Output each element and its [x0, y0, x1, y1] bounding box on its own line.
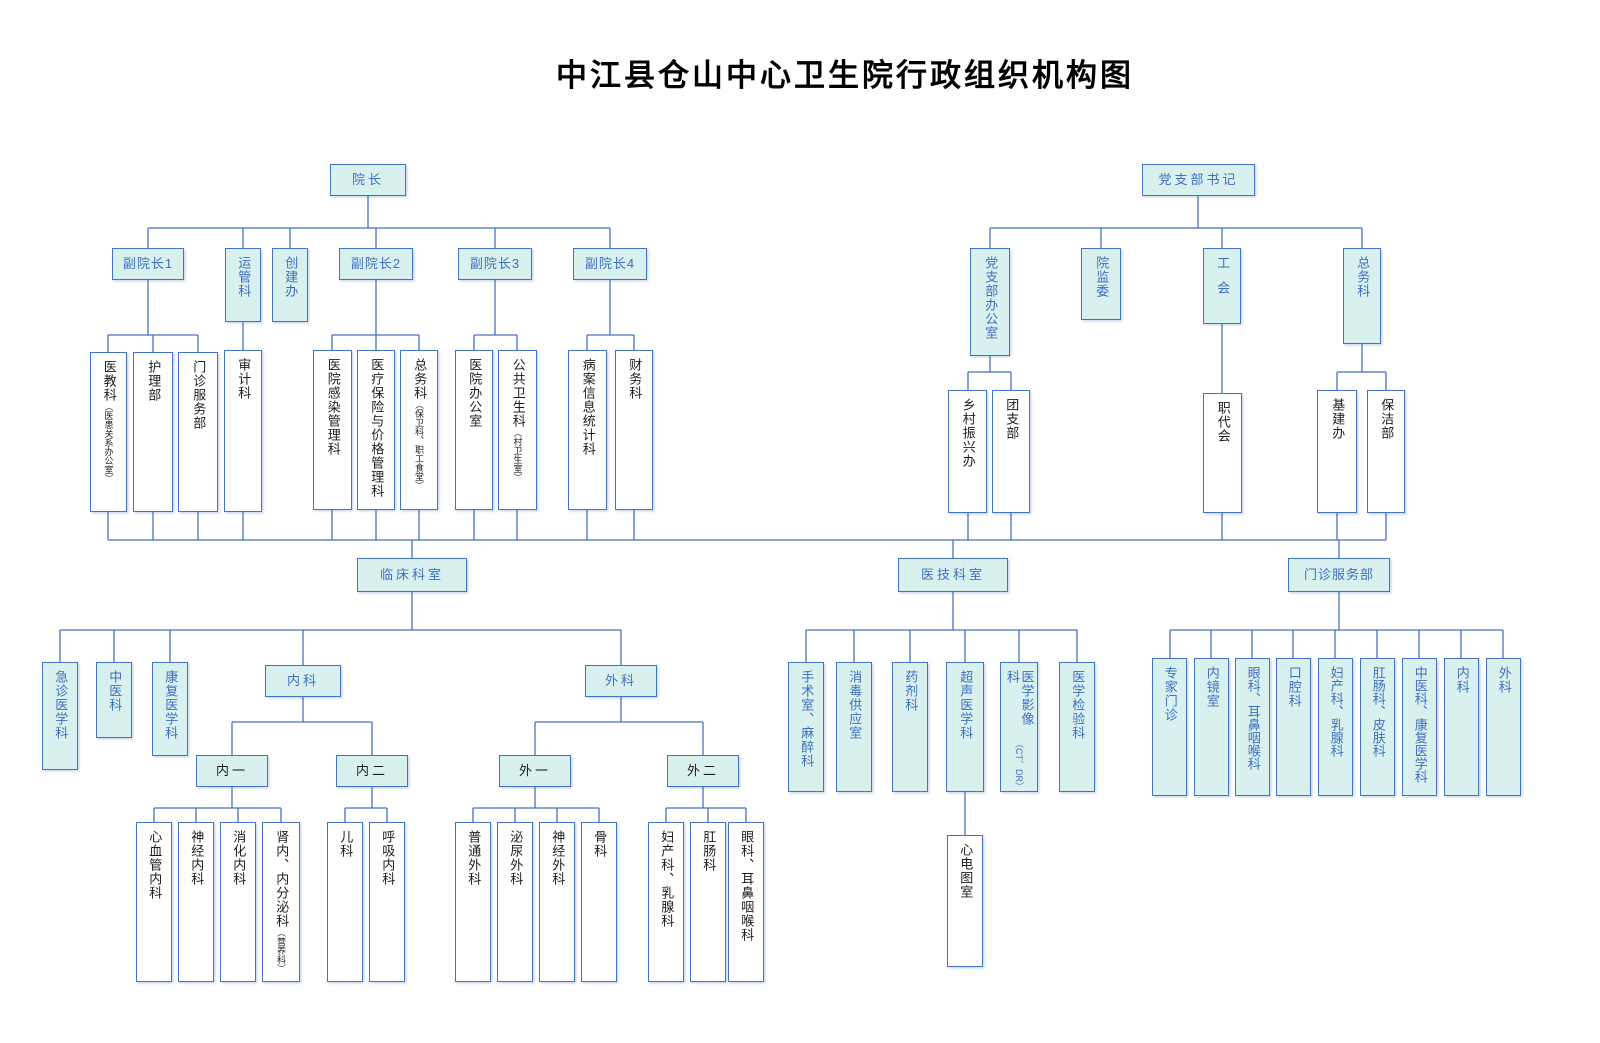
node-respiratory: 呼吸内科 [369, 822, 405, 982]
wires-clinical [59, 592, 747, 822]
node-orthopedics: 骨科 [581, 822, 617, 982]
node-nursing-dept: 护理部 [133, 352, 173, 512]
node-public-health-dept: 公共卫生科（村卫生室） [498, 350, 537, 510]
wires-medtech [805, 592, 1078, 835]
node-surgery-ward-1: 外一 [499, 755, 571, 787]
node-eye-ent-ward: 眼科、耳鼻咽喉科 [728, 822, 764, 982]
node-general-affairs-dept-admin: 总务科（保卫科、职工食堂） [400, 350, 438, 510]
node-operations-dept: 运管科 [225, 248, 261, 322]
node-labor-union: 工会 [1203, 248, 1241, 324]
node-ecg-room: 心电图室 [947, 835, 983, 967]
node-obgyn-breast-ward: 妇产科、乳腺科 [648, 822, 684, 982]
node-proctology-dermatology-clinic: 肛肠科、皮肤科 [1360, 658, 1395, 796]
wires-party-tree [967, 196, 1387, 393]
node-insurance-price-dept: 医疗保险与价格管理科 [357, 350, 395, 510]
node-audit-dept: 审计科 [224, 350, 262, 512]
node-vice-director-2: 副院长2 [339, 248, 413, 280]
node-outpatient-service-dept-admin: 门诊服务部 [178, 352, 218, 512]
node-rural-revitalization-office: 乡村振兴办 [948, 390, 987, 513]
node-internal-ward-2: 内二 [336, 755, 408, 787]
node-tcm-rehab-clinic: 中医科、康复医学科 [1402, 658, 1437, 796]
node-expert-clinic: 专家门诊 [1152, 658, 1187, 796]
node-tcm-dept: 中医科 [96, 662, 132, 738]
node-internal-medicine-clinic: 内科 [1444, 658, 1479, 796]
node-operating-room-anesthesia: 手术室、麻醉科 [788, 662, 824, 792]
node-proctology-ward: 肛肠科 [690, 822, 726, 982]
wires-outpatient [1169, 592, 1504, 658]
wires-main-bus [107, 510, 1387, 558]
node-disinfection-supply-room: 消毒供应室 [836, 662, 872, 792]
node-vice-director-4: 副院长4 [573, 248, 647, 280]
node-infection-management-dept: 医院感染管理科 [313, 350, 352, 510]
node-infrastructure-office: 基建办 [1317, 390, 1357, 513]
node-internal-medicine: 内科 [265, 665, 341, 697]
node-gastroenterology: 消化内科 [220, 822, 256, 982]
node-medical-education-dept: 医教科（医患关系办公室） [90, 352, 127, 512]
node-cleaning-dept: 保洁部 [1367, 390, 1405, 513]
node-workers-congress: 职代会 [1203, 393, 1242, 513]
node-rehabilitation-dept: 康复医学科 [152, 662, 188, 756]
chart-title: 中江县仓山中心卫生院行政组织机构图 [556, 58, 1134, 93]
node-eye-ent-clinic: 眼科、耳鼻咽喉科 [1235, 658, 1270, 796]
node-nephrology-endocrinology: 肾内、内分泌科（营养科） [262, 822, 300, 982]
node-vice-director-3: 副院长3 [458, 248, 532, 280]
node-party-branch-office: 党支部办公室 [970, 248, 1010, 356]
node-medical-records-statistics-dept: 病案信息统计科 [568, 350, 607, 510]
node-hospital-office: 医院办公室 [455, 350, 493, 510]
node-dental-clinic: 口腔科 [1276, 658, 1311, 796]
node-neurosurgery: 神经外科 [539, 822, 575, 982]
node-youth-league-branch: 团支部 [992, 390, 1030, 513]
node-general-affairs-dept-party: 总务科 [1343, 248, 1381, 344]
node-medical-imaging-dept: 医学影像科（CT、DR） [1000, 662, 1038, 792]
node-founding-office: 创建办 [272, 248, 308, 322]
node-pharmacy-dept: 药剂科 [892, 662, 928, 792]
node-endoscopy-room: 内镜室 [1194, 658, 1229, 796]
node-urology: 泌尿外科 [497, 822, 533, 982]
node-outpatient-service-dept: 门诊服务部 [1288, 558, 1390, 592]
node-emergency-medicine: 急诊医学科 [42, 662, 78, 770]
node-surgery-ward-2: 外二 [667, 755, 739, 787]
node-surgery-clinic: 外科 [1486, 658, 1521, 796]
node-party-branch-secretary: 党支部书记 [1142, 164, 1255, 196]
node-general-surgery: 普通外科 [455, 822, 491, 982]
node-ultrasound-dept: 超声医学科 [946, 662, 984, 792]
node-neurology: 神经内科 [178, 822, 214, 982]
node-director: 院长 [330, 164, 406, 196]
node-vice-director-1: 副院长1 [112, 248, 184, 280]
node-medical-tech-departments: 医技科室 [898, 558, 1008, 592]
node-hospital-supervision-committee: 院监委 [1081, 248, 1121, 320]
node-finance-dept: 财务科 [615, 350, 653, 510]
node-cardiology: 心血管内科 [136, 822, 172, 982]
node-internal-ward-1: 内一 [196, 755, 268, 787]
node-pediatrics: 儿科 [327, 822, 363, 982]
wires-admin-tree [107, 196, 635, 352]
node-clinical-departments: 临床科室 [357, 558, 467, 592]
node-laboratory-dept: 医学检验科 [1059, 662, 1095, 792]
node-obgyn-breast-clinic: 妇产科、乳腺科 [1318, 658, 1353, 796]
node-surgery: 外科 [585, 665, 657, 697]
